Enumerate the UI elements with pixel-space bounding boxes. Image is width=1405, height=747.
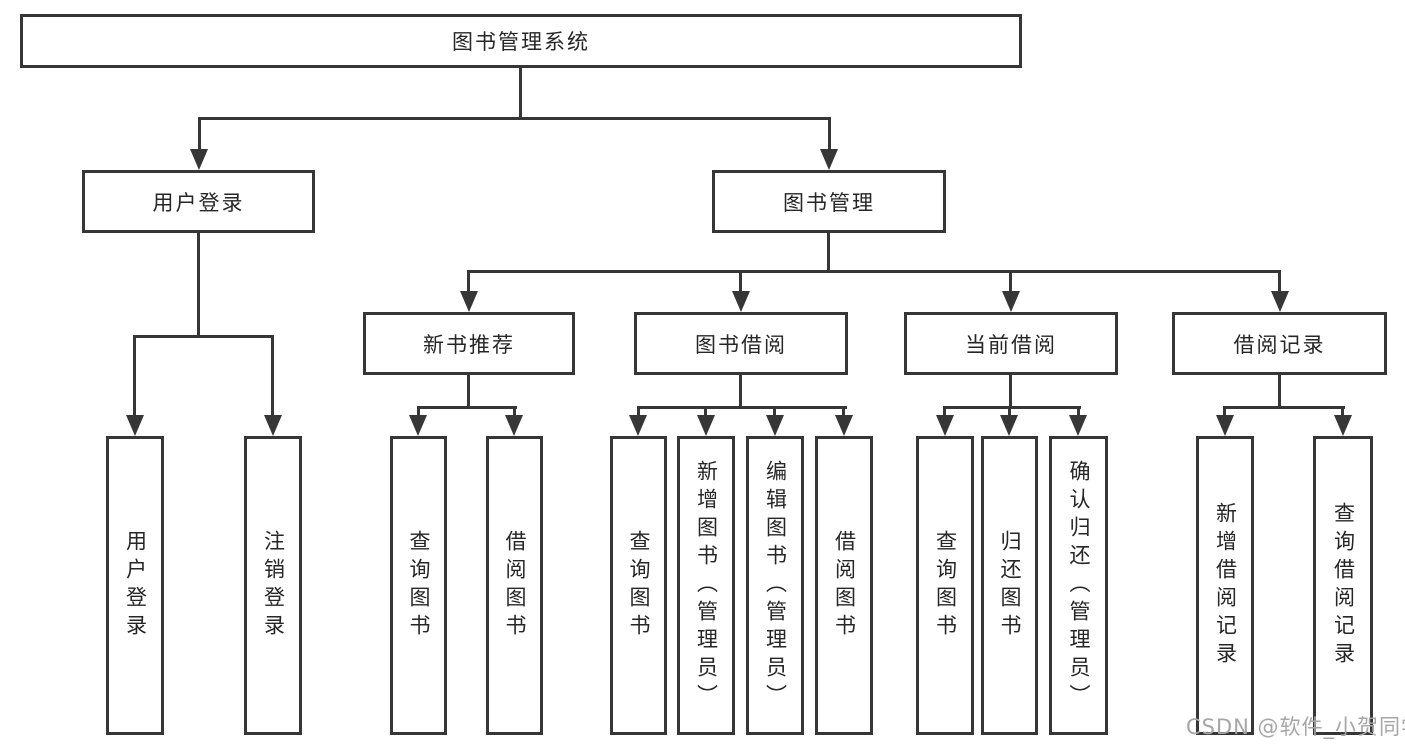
connector-current-borrow-rail [943,406,1081,409]
connector-drop-leaf [1008,406,1011,420]
node-library-management-system: 图书管理系统 [20,14,1022,68]
leaf-label: 新增图书（管理员） [694,459,719,712]
arrowhead-down-icon [409,415,427,436]
leaf-label: 借阅图书 [832,529,857,642]
arrowhead-down-icon [820,149,838,170]
node-label: 新书推荐 [423,332,515,357]
node-book-borrow: 图书借阅 [634,312,848,375]
node-book-management: 图书管理 [712,170,946,233]
connector-borrow-records-trunk [1278,375,1281,408]
leaf-add-borrow-record: 新增借阅记录 [1196,436,1254,735]
connector-drop-leaf [1223,406,1226,420]
connector-new-book-trunk [467,375,470,408]
arrowhead-down-icon [629,415,647,436]
arrowhead-down-icon [1002,291,1020,312]
connector-drop-new-book [467,270,470,294]
arrowhead-down-icon [1216,415,1234,436]
connector-user-login-rail [133,335,274,338]
connector-borrow-records-rail [1223,406,1345,409]
leaf-query-borrow-record: 查询借阅记录 [1313,436,1373,735]
leaf-label: 确认归还（管理员） [1067,459,1091,712]
connector-drop-leaf [943,406,946,420]
arrowhead-down-icon [766,415,784,436]
arrowhead-down-icon [936,415,954,436]
node-label: 图书借阅 [695,332,787,357]
leaf-return-books: 归还图书 [981,436,1038,735]
leaf-label: 查询借阅记录 [1331,501,1356,670]
connector-drop-current-borrow [1009,270,1012,294]
node-label: 图书管理系统 [452,30,590,54]
connector-book-borrow-rail [637,406,847,409]
leaf-borrow-books-newbook: 借阅图书 [486,436,543,735]
node-label: 当前借阅 [965,332,1057,357]
leaf-label: 借阅图书 [503,529,527,642]
arrowhead-down-icon [1000,415,1018,436]
connector-user-login-trunk [197,233,200,337]
connector-current-borrow-trunk [1009,375,1012,408]
node-label: 借阅记录 [1233,332,1326,357]
connector-drop-book-management [828,117,831,153]
connector-drop-user-login [198,117,201,153]
leaf-logout: 注销登录 [244,436,302,735]
leaf-label: 查询图书 [407,529,431,642]
node-label: 图书管理 [783,190,875,215]
leaf-label: 编辑图书（管理员） [763,459,788,712]
node-new-book-recommend: 新书推荐 [363,312,575,375]
leaf-confirm-return-admin: 确认归还（管理员） [1049,436,1108,735]
leaf-query-books-newbook: 查询图书 [390,436,447,735]
leaf-borrow-books: 借阅图书 [815,436,873,735]
node-current-borrow: 当前借阅 [904,312,1118,375]
connector-new-book-rail [417,406,517,409]
connector-drop-leaf [271,335,274,417]
connector-book-management-rail [468,270,1281,273]
leaf-label: 用户登录 [123,529,148,642]
arrowhead-down-icon [460,291,478,312]
connector-root-trunk [519,68,522,119]
connector-drop-leaf [513,406,516,420]
connector-drop-leaf [133,335,136,417]
leaf-edit-books-admin: 编辑图书（管理员） [746,436,804,735]
connector-drop-leaf [1077,406,1080,420]
node-user-login: 用户登录 [82,170,315,233]
arrowhead-down-icon [190,149,208,170]
connector-drop-leaf [773,406,776,420]
leaf-add-books-admin: 新增图书（管理员） [677,436,735,735]
arrowhead-down-icon [835,415,853,436]
connector-book-management-trunk [827,233,830,272]
arrowhead-down-icon [1069,415,1087,436]
leaf-label: 查询图书 [627,529,651,642]
node-borrow-records: 借阅记录 [1172,312,1387,375]
connector-drop-leaf [842,406,845,420]
node-label: 用户登录 [152,190,245,215]
arrowhead-down-icon [264,415,282,436]
leaf-label: 归还图书 [998,529,1022,642]
leaf-query-books-current: 查询图书 [916,436,974,735]
arrowhead-down-icon [697,415,715,436]
connector-drop-borrow-records [1278,270,1281,294]
arrowhead-down-icon [126,415,144,436]
connector-drop-leaf [704,406,707,420]
leaf-user-login: 用户登录 [106,436,164,735]
leaf-query-books-borrow: 查询图书 [610,436,667,735]
connector-drop-leaf [1341,406,1344,420]
leaf-label: 注销登录 [261,529,286,642]
leaf-label: 查询图书 [933,529,958,642]
connector-drop-book-borrow [739,270,742,294]
leaf-label: 新增借阅记录 [1213,501,1238,670]
arrowhead-down-icon [732,291,750,312]
arrowhead-down-icon [1334,415,1352,436]
connector-drop-leaf [637,406,640,420]
connector-root-rail [198,117,831,120]
watermark: CSDN @软件_小贺同学 [1186,715,1405,739]
arrowhead-down-icon [505,415,523,436]
arrowhead-down-icon [1271,291,1289,312]
connector-book-borrow-trunk [739,375,742,408]
connector-drop-leaf [417,406,420,420]
